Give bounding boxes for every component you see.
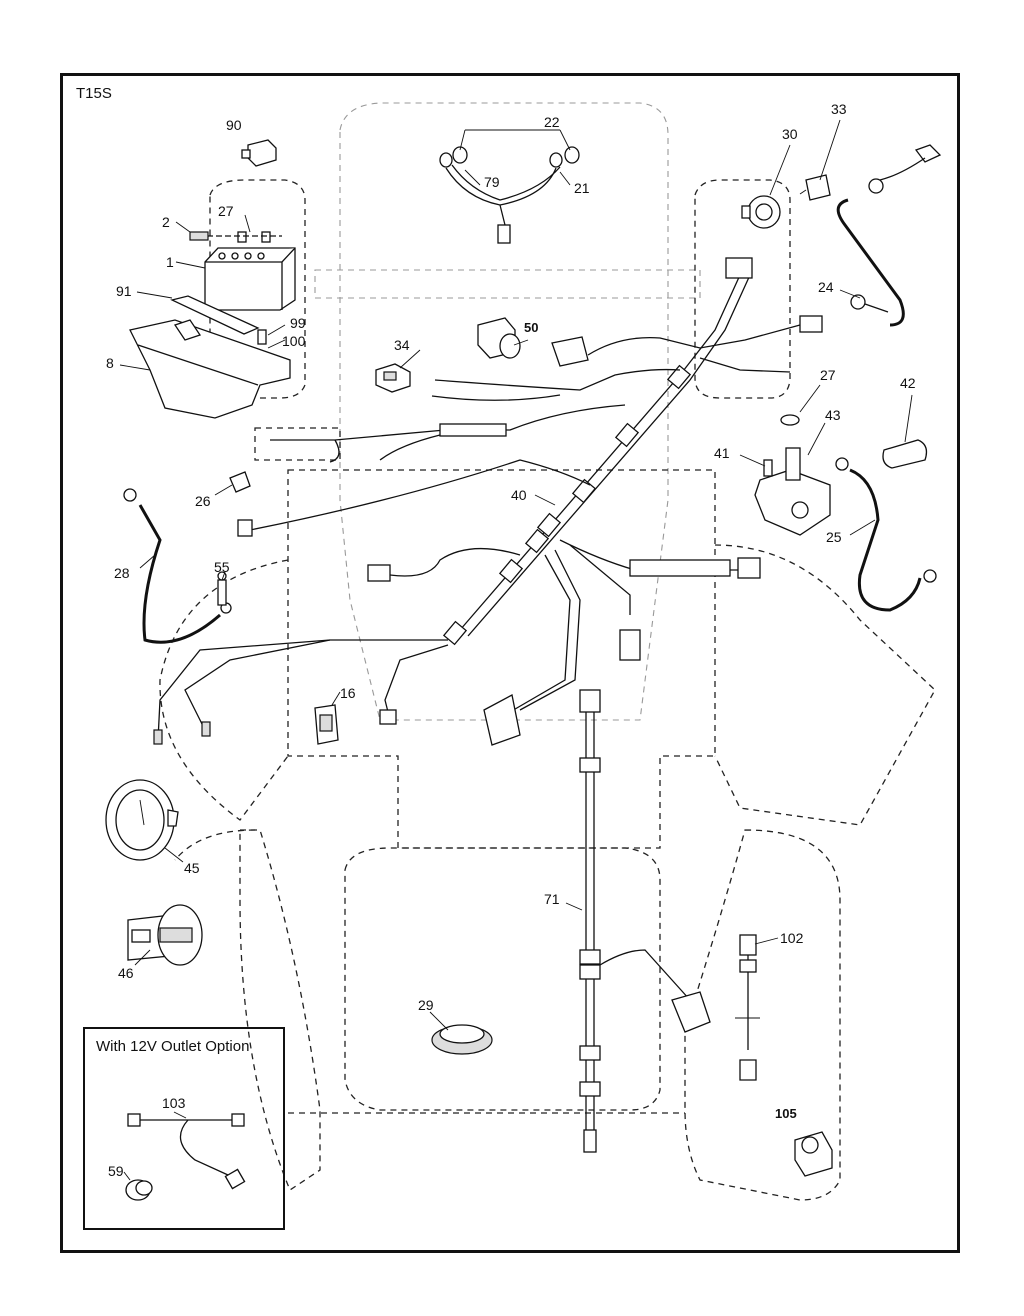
callout-30: 30 [782,126,798,142]
callout-43: 43 [825,407,841,423]
diagram-frame [60,73,960,1253]
callout-labels: 90 2 27 1 91 99 100 8 22 79 21 30 33 24 … [106,101,916,1179]
cable-24 [836,144,942,327]
solenoid-43 [754,414,831,536]
callout-99: 99 [290,315,306,331]
inset-title: With 12V Outlet Option [96,1038,250,1055]
part-16-relay [314,704,339,745]
inset-box [83,1027,285,1230]
callout-42: 42 [900,375,916,391]
callout-79: 79 [484,174,500,190]
callout-28: 28 [114,565,130,581]
callout-33: 33 [831,101,847,117]
callout-27b: 27 [820,367,836,383]
diagram-id-label: T15S [76,85,112,102]
callout-46: 46 [118,965,134,981]
cable-25 [835,457,937,612]
headlight-harness [439,146,580,244]
callout-1: 1 [166,254,174,270]
callout-102: 102 [780,930,804,946]
callout-59: 59 [108,1163,124,1179]
main-harness-40 [153,257,823,746]
callout-34: 34 [394,337,410,353]
battery [189,231,296,311]
callout-29: 29 [418,997,434,1013]
part-26-fuse [229,471,251,493]
callout-90: 90 [226,117,242,133]
part-45-gauge [105,779,179,861]
part-50 [477,317,589,367]
part-29 [431,1024,493,1055]
callout-103: 103 [162,1095,186,1111]
callout-2: 2 [162,214,170,230]
callout-27a: 27 [218,203,234,219]
part-42-boot [882,439,928,469]
callout-24: 24 [818,279,834,295]
callout-22: 22 [544,114,560,130]
inset-12v-outlet [125,1113,246,1201]
callout-55: 55 [214,559,230,575]
callout-71: 71 [544,891,560,907]
tractor-outline [159,102,936,1201]
leader-lines [119,119,913,1181]
callout-91: 91 [116,283,132,299]
callout-100: 100 [282,333,306,349]
battery-tray [129,295,291,419]
part-55-screw [217,571,227,606]
part-34-switch [375,363,411,393]
callout-40: 40 [511,487,527,503]
harness-102 [735,934,760,1081]
callout-8: 8 [106,355,114,371]
callout-105: 105 [775,1106,797,1121]
callout-26: 26 [195,493,211,509]
callout-50: 50 [524,320,538,335]
part-105 [794,1131,833,1177]
part-30-ignition [741,195,781,229]
callout-45: 45 [184,860,200,876]
part-46-hour-meter [127,904,203,966]
harness-71 [579,689,711,1153]
callout-41: 41 [714,445,730,461]
callout-21: 21 [574,180,590,196]
callout-25: 25 [826,529,842,545]
part-90 [241,139,277,167]
part-33 [799,174,831,201]
callout-16: 16 [340,685,356,701]
